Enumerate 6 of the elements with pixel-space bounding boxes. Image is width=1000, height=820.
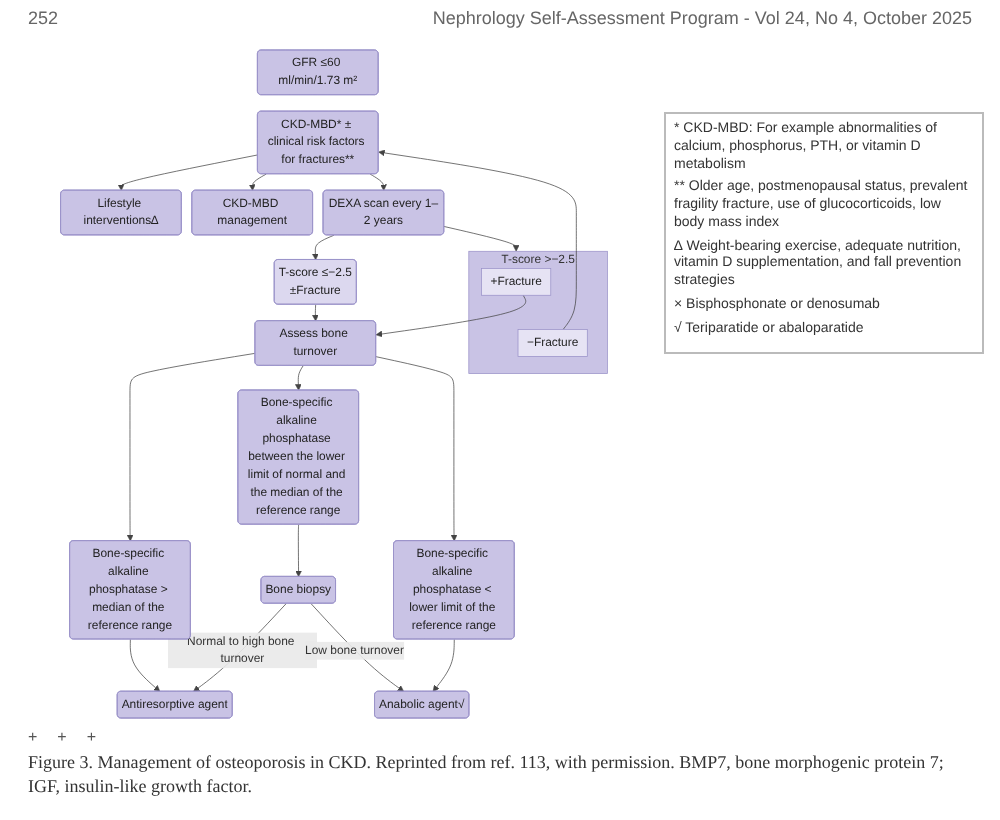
figure-caption: Figure 3. Management of osteoporosis in CKD. Reprinted from ref. 113, with permission. BMP7, bone morphogenic protein 7; IGF, insulin-like growth factor. [28, 752, 946, 799]
running-header: Nephrology Self-Assessment Program - Vol 24, No 4, October 2025 [432, 8, 972, 28]
page-number: 252 [28, 8, 59, 28]
plus-sign: + [57, 728, 67, 746]
plus-sign: + [28, 728, 38, 746]
plus-sign: + [86, 728, 97, 746]
